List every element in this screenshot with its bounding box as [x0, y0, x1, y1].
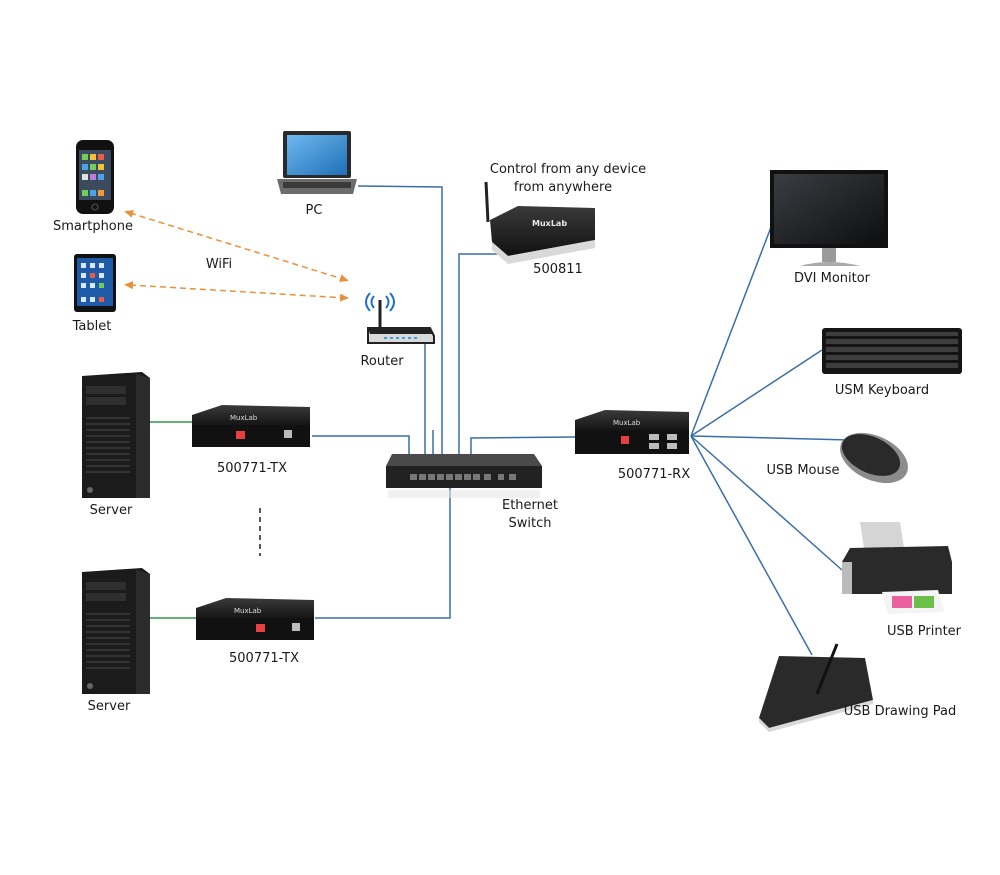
- router-label: Router: [360, 354, 404, 369]
- mouse-label: USB Mouse: [766, 463, 840, 478]
- drawing-pad-label: USB Drawing Pad: [843, 704, 957, 719]
- printer-icon[interactable]: [842, 522, 952, 614]
- keyboard-label: USM Keyboard: [834, 383, 930, 398]
- link-pc-switch: [357, 185, 443, 456]
- tx1-label: 500771-TX: [217, 461, 287, 476]
- kvm-receiver-icon[interactable]: MuxLab: [575, 410, 689, 454]
- mouse-icon[interactable]: [832, 423, 916, 493]
- monitor-icon[interactable]: [770, 170, 888, 266]
- switch-label-line2: Switch: [508, 516, 552, 531]
- tx2-label: 500771-TX: [229, 651, 299, 666]
- smartphone-label: Smartphone: [52, 219, 134, 234]
- link-tx2-switch: [315, 480, 451, 619]
- printer-label: USB Printer: [886, 624, 962, 639]
- svg-text:MuxLab: MuxLab: [613, 419, 641, 427]
- kvm-transmitter-icon[interactable]: MuxLab: [196, 598, 314, 640]
- laptop-icon[interactable]: [277, 131, 357, 194]
- svg-text:MuxLab: MuxLab: [234, 607, 262, 615]
- rx-label: 500771-RX: [617, 467, 691, 482]
- wifi-link-smartphone: [124, 210, 349, 283]
- server2-label: Server: [87, 699, 131, 714]
- server-tower-icon[interactable]: [82, 372, 150, 498]
- wifi-link-tablet: [124, 281, 349, 302]
- router-icon[interactable]: [365, 292, 435, 344]
- controller-caption-line2: from anywhere: [513, 180, 613, 195]
- link-rx-drawing-pad: [690, 435, 813, 656]
- drawing-tablet-icon[interactable]: [759, 643, 873, 732]
- server-tower-icon[interactable]: [82, 568, 150, 694]
- ethernet-switch-icon[interactable]: [386, 454, 542, 498]
- controller-label: 500811: [533, 262, 583, 277]
- link-rx-keyboard: [690, 349, 823, 437]
- keyboard-icon[interactable]: [822, 328, 962, 374]
- link-rx-switch: [470, 436, 576, 456]
- tablet-label: Tablet: [72, 319, 112, 334]
- link-rx-mouse: [690, 435, 851, 441]
- svg-text:MuxLab: MuxLab: [532, 219, 567, 228]
- smartphone-icon[interactable]: [76, 140, 114, 214]
- pc-label: PC: [305, 203, 323, 218]
- controller-caption-line1: Control from any device: [489, 162, 647, 177]
- tablet-icon[interactable]: [74, 254, 116, 312]
- wifi-label: WiFi: [206, 257, 232, 272]
- monitor-label: DVI Monitor: [793, 271, 871, 286]
- server1-label: Server: [89, 503, 133, 518]
- link-controller-switch: [458, 253, 500, 456]
- link-rx-monitor: [690, 221, 774, 437]
- svg-text:MuxLab: MuxLab: [230, 414, 258, 422]
- links: [124, 185, 851, 656]
- kvm-transmitter-icon[interactable]: MuxLab: [192, 405, 310, 447]
- link-rx-printer: [690, 435, 843, 571]
- network-controller-icon[interactable]: MuxLab: [484, 181, 595, 264]
- link-tx1-switch: [312, 435, 410, 456]
- switch-label-line1: Ethernet: [502, 498, 558, 513]
